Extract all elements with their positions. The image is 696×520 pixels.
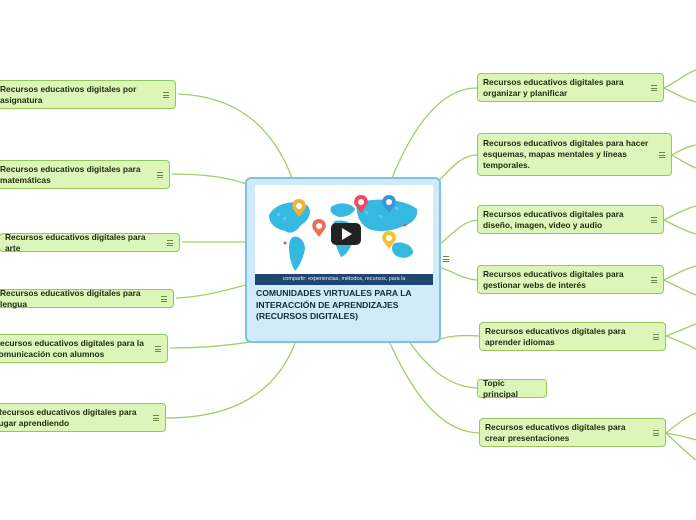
topic-label: Recursos educativos digitales por asigna… [0,83,137,105]
topic-label: Recursos educativos digitales para hacer… [483,138,649,170]
central-title: COMUNIDADES VIRTUALES PARA LA INTERACCIÓ… [256,288,412,321]
menu-icon[interactable] [659,152,665,158]
topic-label: Recursos educativos digitales para organ… [483,76,624,98]
image-caption: compartir: experiencias, métodos, recurs… [255,274,433,285]
topic-right-organizar[interactable]: Recursos educativos digitales para organ… [477,73,664,102]
link-right-1 [391,87,478,179]
topic-label: Recursos educativos digitales para apren… [485,325,626,347]
topic-right-idiomas[interactable]: Recursos educativos digitales para apren… [479,322,666,351]
link-right-6 [409,342,478,389]
topic-right-esquemas[interactable]: Recursos educativos digitales para hacer… [477,133,672,176]
link-left-1 [177,93,293,179]
topic-label: Recursos educativos digitales para matem… [0,163,141,185]
topic-label: Recursos educativos digitales para lengu… [0,287,141,309]
menu-icon[interactable] [651,217,657,223]
topic-left-lengua[interactable]: Recursos educativos digitales para lengu… [0,287,174,309]
topic-right-webs[interactable]: Recursos educativos digitales para gesti… [477,265,664,294]
play-icon [331,223,361,245]
link-left-4 [175,284,247,299]
topic-label: Recursos educativos digitales para jugar… [0,406,137,428]
menu-icon[interactable] [163,92,169,98]
menu-icon[interactable] [161,296,167,302]
location-pin-icon [382,195,396,213]
menu-icon[interactable] [651,85,657,91]
menu-icon[interactable] [167,240,173,246]
topic-left-arte[interactable]: Recursos educativos digitales para arte [0,231,180,253]
topic-label: Recursos educativos digitales para crear… [485,421,626,443]
topic-label: Recursos educativos digitales para la co… [0,337,144,359]
location-pin-icon [354,195,368,213]
topic-label: Recursos educativos digitales para arte [5,231,146,253]
location-pin-icon [312,219,326,237]
topic-left-asignatura[interactable]: Recursos educativos digitales por asigna… [0,80,176,109]
topic-label: Recursos educativos digitales para gesti… [483,268,624,290]
menu-icon[interactable] [653,430,659,436]
topic-right-diseno[interactable]: Recursos educativos digitales para diseñ… [477,205,664,234]
topic-label: Topic principal [483,377,518,399]
menu-icon[interactable] [653,334,659,340]
location-pin-icon [292,199,306,217]
link-right-3 [440,219,478,244]
topic-right-presentaciones[interactable]: Recursos educativos digitales para crear… [479,418,666,447]
link-right-7 [389,342,480,434]
topic-left-comunicacion[interactable]: Recursos educativos digitales para la co… [0,334,168,363]
link-right-4 [440,267,478,281]
topic-left-jugar[interactable]: Recursos educativos digitales para jugar… [0,403,166,432]
menu-icon[interactable] [155,346,161,352]
menu-icon[interactable] [651,277,657,283]
menu-icon[interactable] [153,415,159,421]
topic-right-principal[interactable]: Topic principal [477,377,547,399]
menu-icon[interactable] [443,256,449,262]
topic-label: Recursos educativos digitales para diseñ… [483,208,624,230]
link-left-6 [165,342,296,419]
central-topic[interactable]: compartir: experiencias, métodos, recurs… [245,177,441,343]
menu-icon[interactable] [157,172,163,178]
topic-left-matematicas[interactable]: Recursos educativos digitales para matem… [0,160,170,189]
central-image: compartir: experiencias, métodos, recurs… [255,185,433,285]
location-pin-icon [382,231,396,249]
world-map-illustration [269,195,418,271]
